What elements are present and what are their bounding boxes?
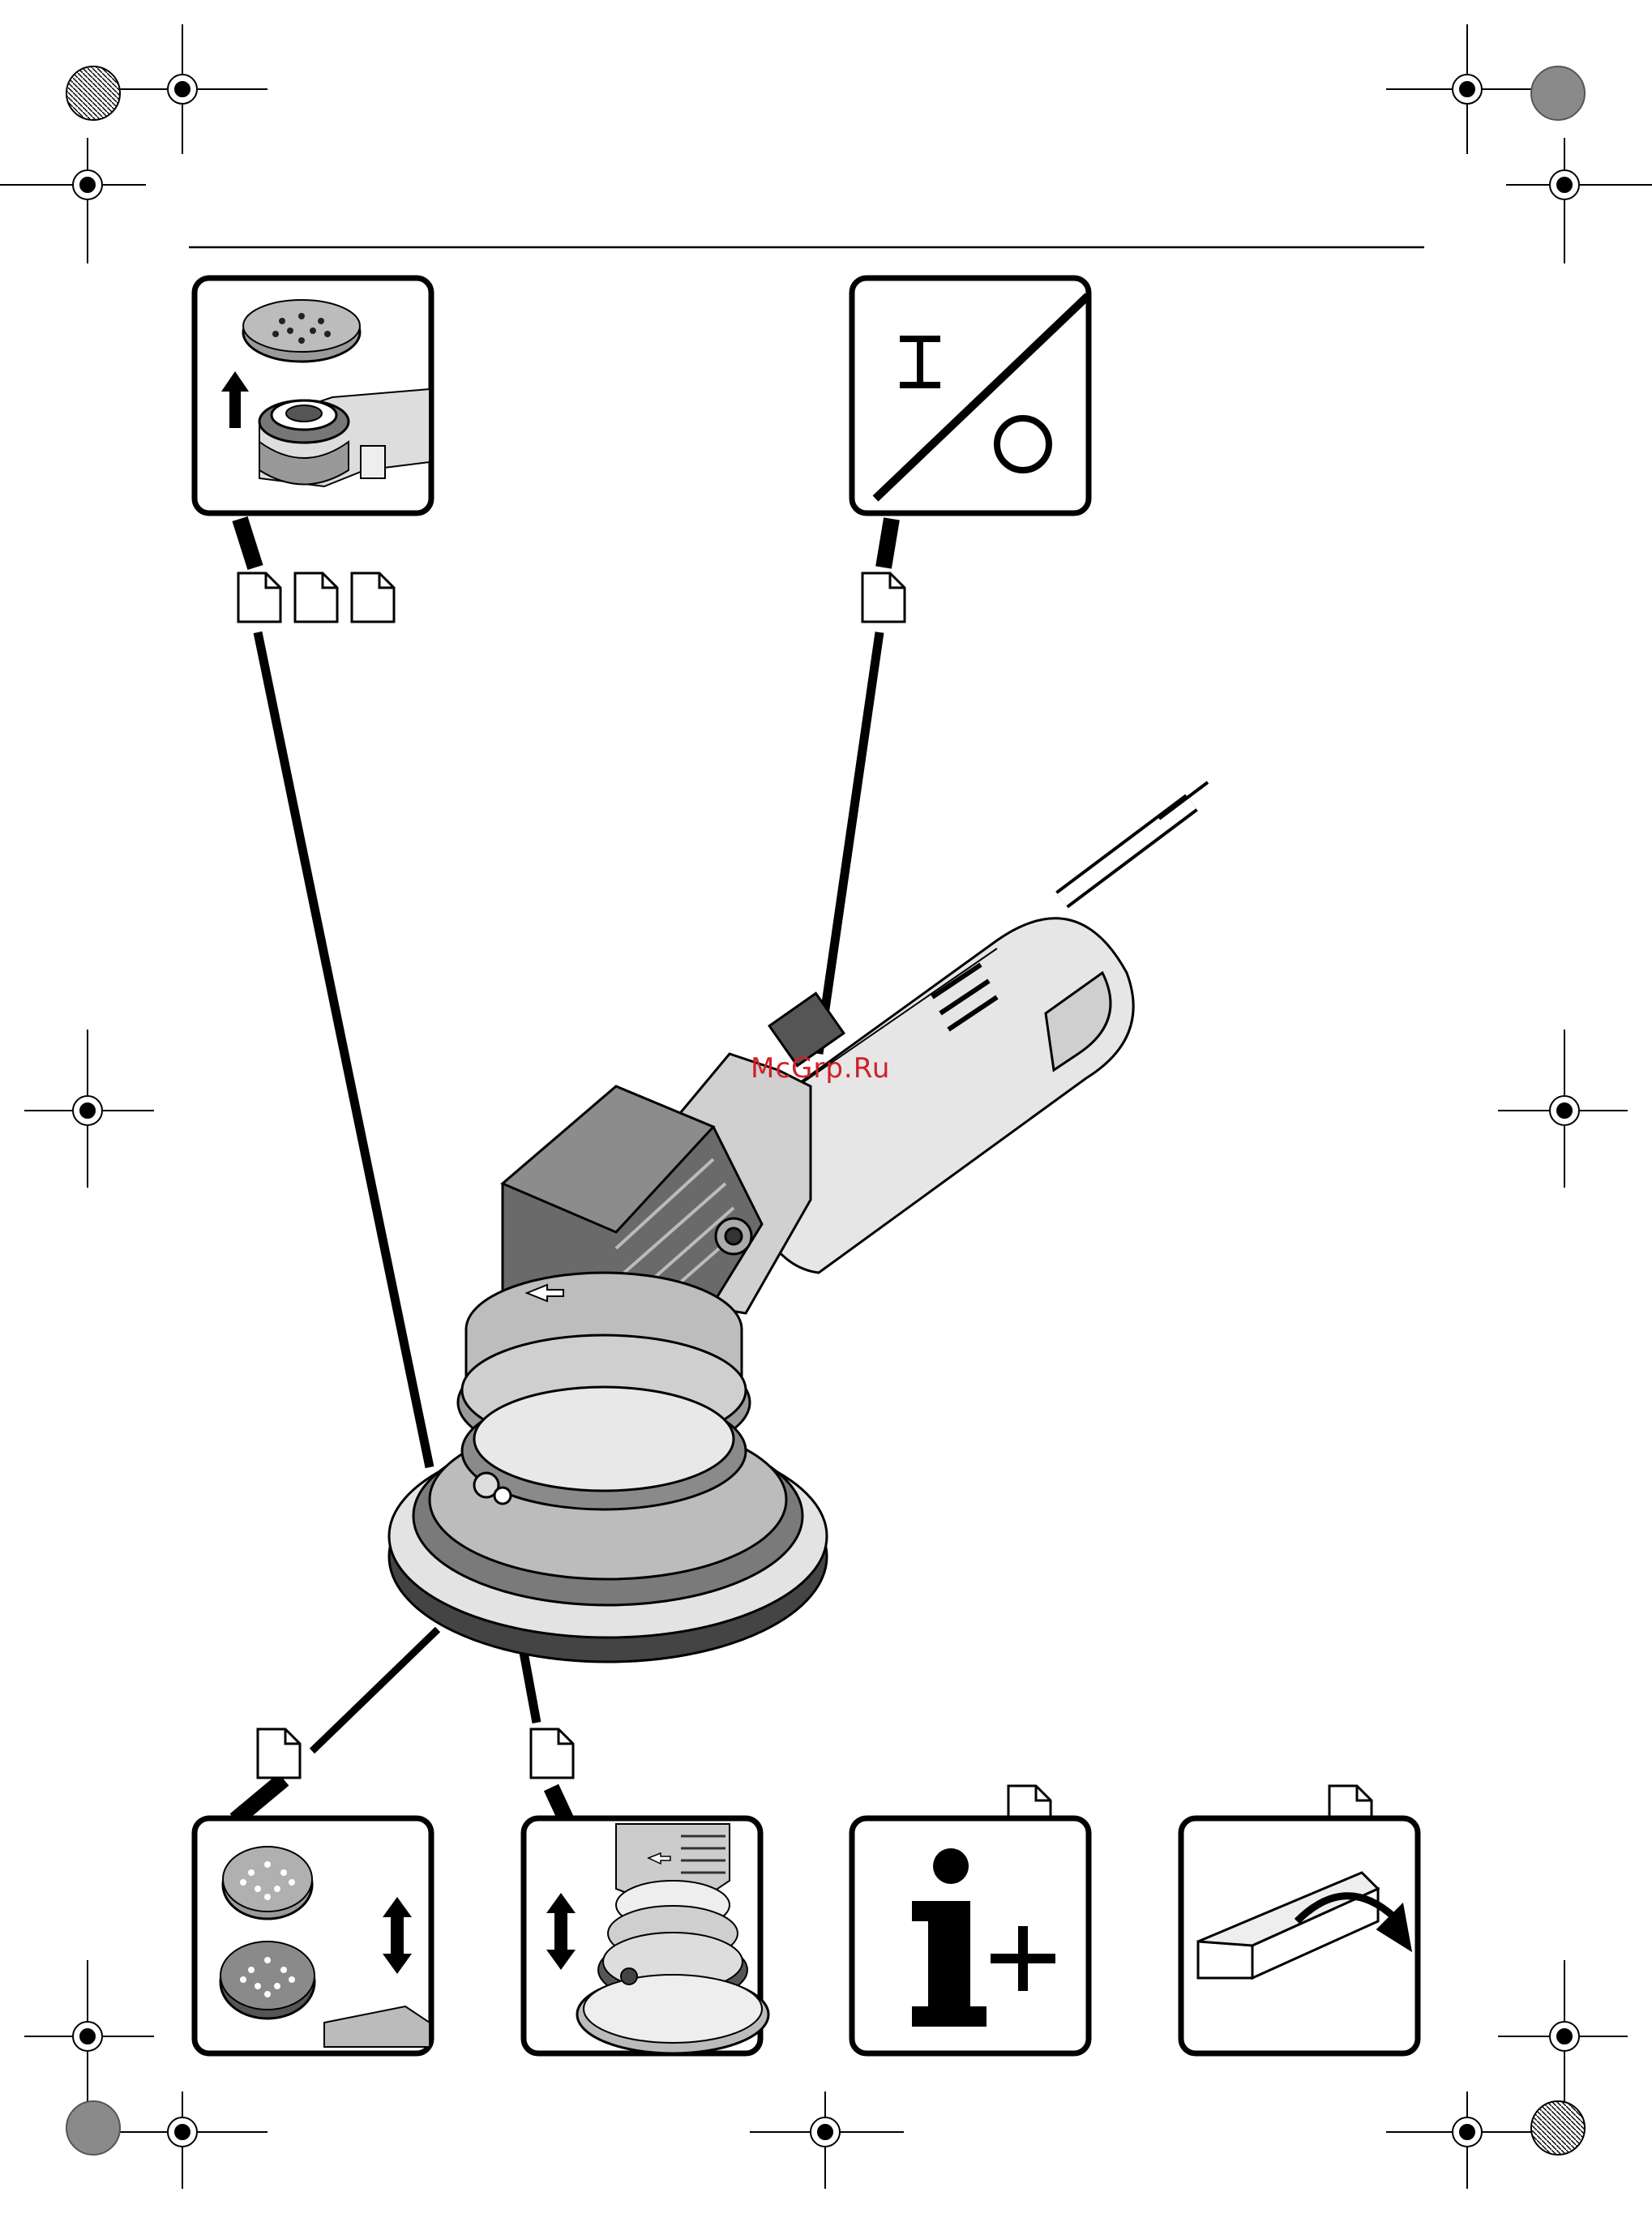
watermark: McGrp.Ru: [751, 1052, 890, 1085]
height-adjustment-box: [524, 1818, 768, 2053]
color-calibration-disc-icon: [66, 2101, 120, 2155]
registration-mark-icon: [105, 2091, 267, 2189]
additional-information-box: [852, 1818, 1089, 2053]
registration-mark-icon: [750, 2091, 904, 2189]
registration-mark-icon: [1498, 1030, 1628, 1188]
registration-mark-icon: [1386, 24, 1548, 154]
registration-mark-icon: [105, 24, 267, 154]
document-page-icon: [352, 573, 394, 622]
power-switch-box: [852, 278, 1089, 513]
pad-change-box: [195, 1818, 431, 2053]
registration-mark-icon: [1506, 138, 1652, 263]
document-page-icon: [862, 573, 905, 622]
document-page-icon: [295, 573, 337, 622]
registration-mark-icon: [24, 1030, 154, 1188]
color-calibration-disc-icon: [1531, 2101, 1585, 2155]
document-page-icon: [238, 573, 280, 622]
document-page-icon: [258, 1729, 300, 1778]
document-page-icon: [531, 1729, 573, 1778]
color-calibration-disc-icon: [1531, 66, 1585, 120]
registration-mark-icon: [0, 138, 146, 263]
packaging-box: [1181, 1818, 1418, 2053]
orbital-sander-illustration: [389, 782, 1208, 1662]
registration-mark-icon: [1386, 2091, 1548, 2189]
pad-mounting-box: [195, 278, 431, 513]
registration-mark-icon: [1498, 1960, 1628, 2116]
registration-mark-icon: [24, 1960, 154, 2116]
color-calibration-disc-icon: [66, 66, 120, 120]
